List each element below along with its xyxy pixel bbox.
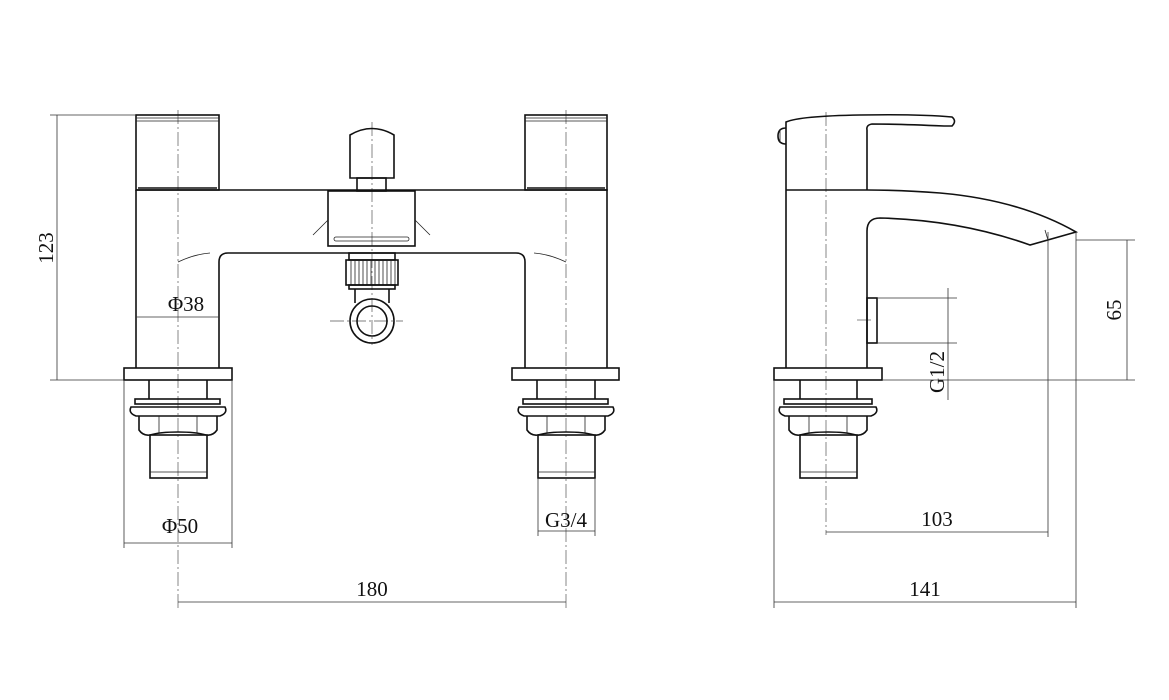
dimension-inlet-thread: G3/4 bbox=[537, 478, 596, 536]
dimension-spout-reach: 103 bbox=[826, 232, 1049, 537]
fillet-line-right bbox=[533, 252, 567, 263]
dimension-base-diameter: Φ50 bbox=[123, 380, 233, 548]
body-diameter-label: Φ38 bbox=[168, 292, 204, 316]
spout-tip-line bbox=[1044, 229, 1049, 241]
base-diameter-label: Φ50 bbox=[162, 514, 198, 538]
lever-handle bbox=[777, 113, 956, 191]
inlet-thread-label: G3/4 bbox=[545, 508, 588, 532]
dimension-overall-depth: 141 bbox=[773, 232, 1077, 608]
left-fixing-assembly bbox=[123, 367, 233, 479]
side-fixing-assembly bbox=[773, 367, 883, 479]
right-fixing-assembly bbox=[511, 367, 620, 479]
bridge-body bbox=[135, 189, 608, 368]
hose-connector bbox=[345, 252, 399, 344]
centres-label: 180 bbox=[356, 577, 388, 601]
left-handle bbox=[135, 114, 220, 191]
overall-depth-label: 141 bbox=[909, 577, 941, 601]
dimension-centres: 180 bbox=[178, 577, 566, 603]
dimension-height: 123 bbox=[34, 114, 136, 381]
dimension-body-diameter: Φ38 bbox=[136, 292, 219, 318]
spout-reach-label: 103 bbox=[921, 507, 953, 531]
front-view: 123 Φ38 Φ50 G3/4 180 bbox=[34, 110, 620, 608]
fillet-line-left bbox=[177, 252, 211, 263]
outlet-thread-label: G1/2 bbox=[925, 351, 949, 393]
side-outlet bbox=[866, 297, 878, 344]
spout-body bbox=[785, 189, 1079, 368]
side-view: G1/2 65 103 141 bbox=[773, 112, 1135, 608]
dimension-outlet-thread: G1/2 bbox=[877, 288, 957, 400]
dimension-outlet-height: 65 bbox=[882, 239, 1135, 381]
outlet-height-label: 65 bbox=[1102, 300, 1126, 321]
height-label: 123 bbox=[34, 232, 58, 264]
diverter-knob bbox=[312, 127, 431, 247]
